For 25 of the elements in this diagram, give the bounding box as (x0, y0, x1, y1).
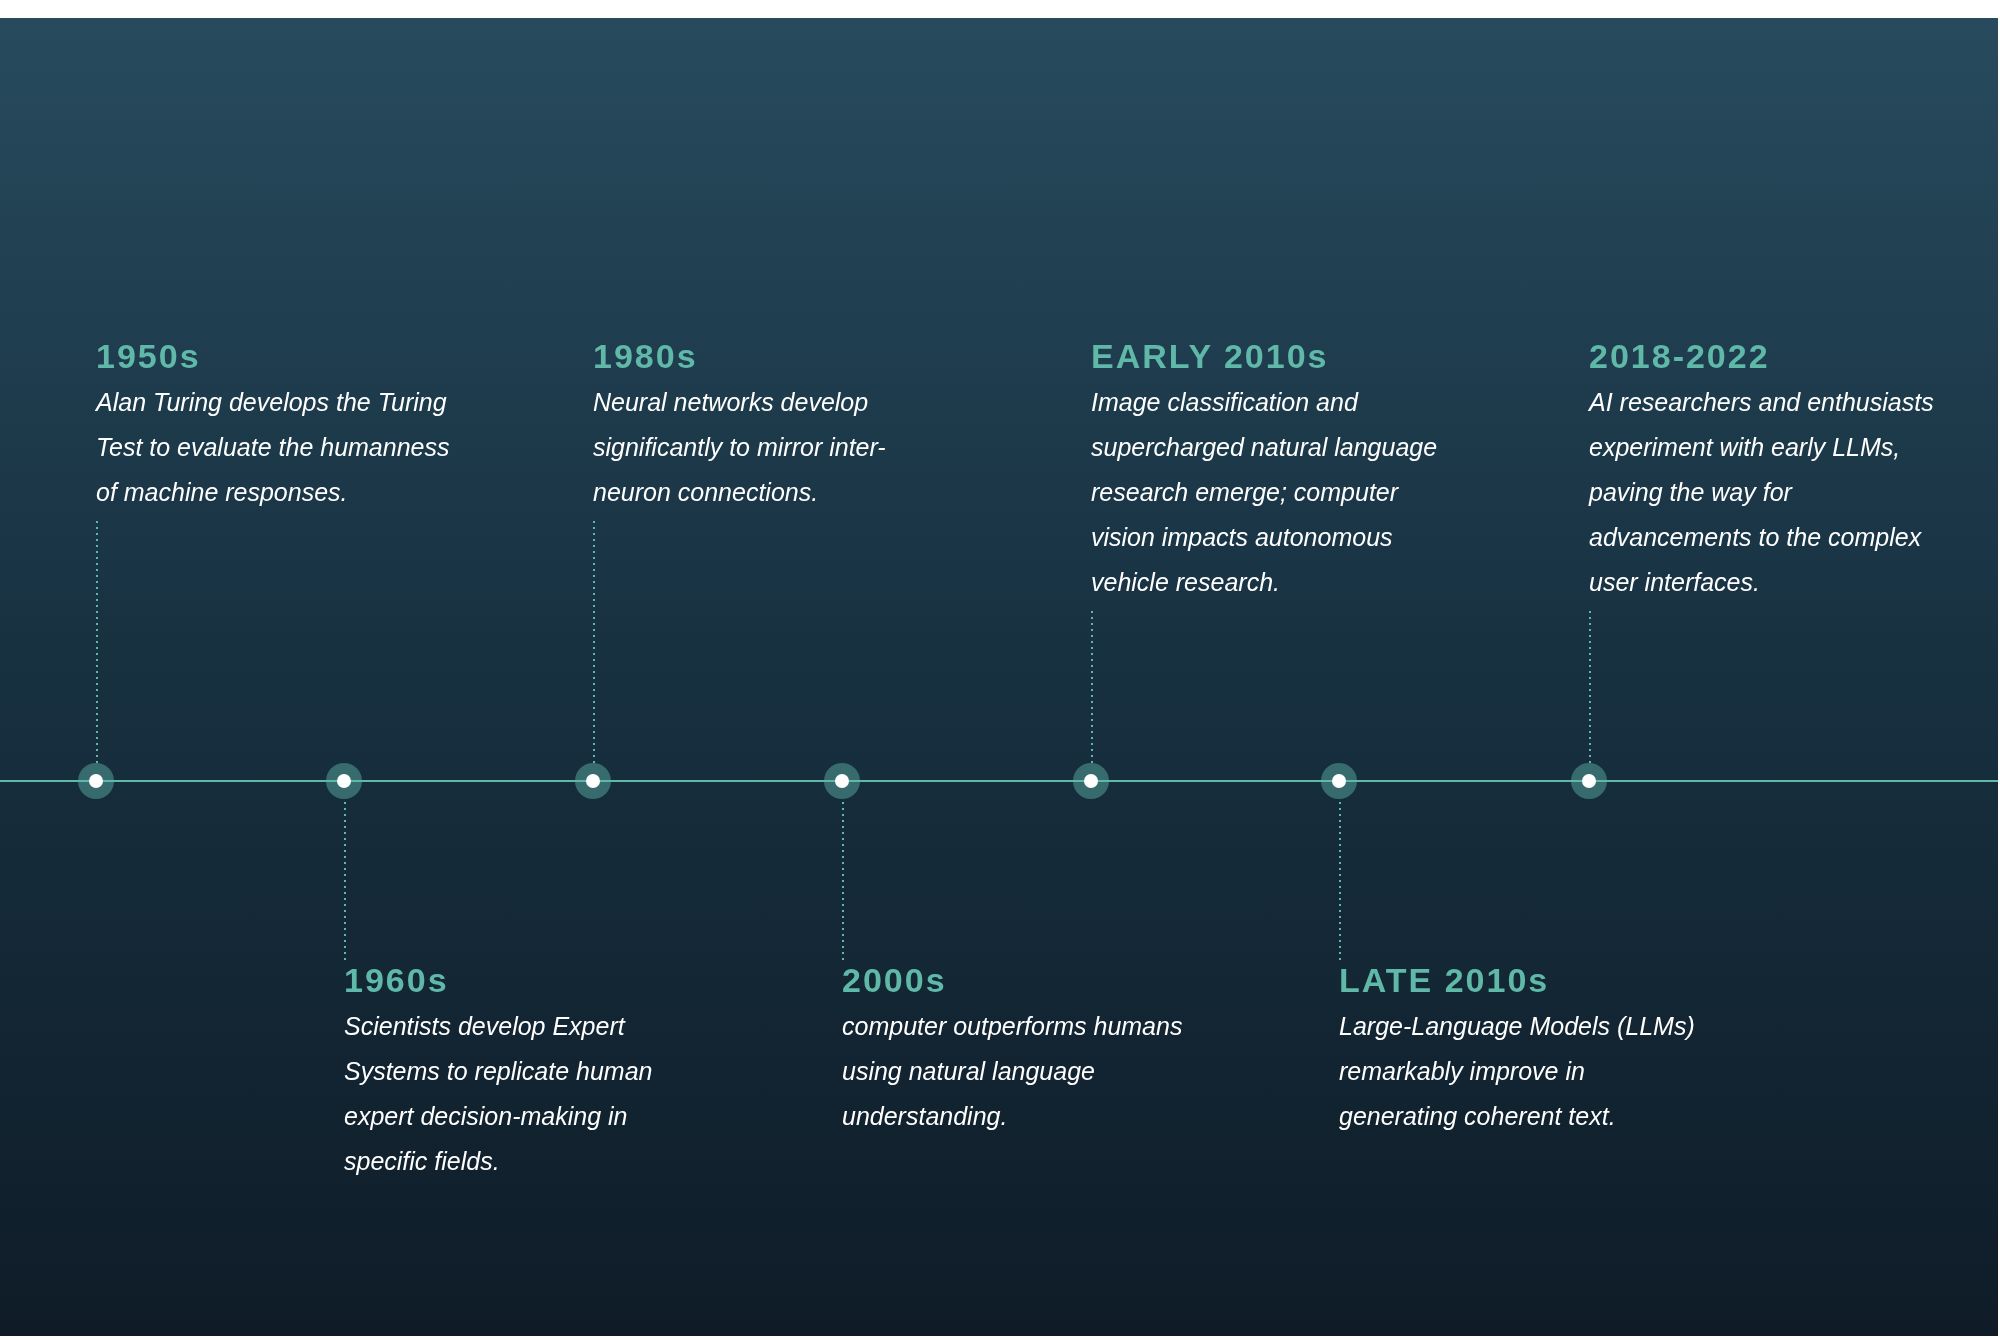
timeline-dot (575, 763, 611, 799)
era-heading: 2000s (842, 960, 948, 1000)
timeline-dot (1321, 763, 1357, 799)
era-heading: EARLY 2010s (1091, 336, 1330, 376)
leader-line (593, 520, 595, 764)
era-description: AI researchers and enthusiasts experiment with early LLMs, paving the way for advancements to the complex user interfaces. (1589, 387, 1935, 598)
timeline-dot (326, 763, 362, 799)
era-heading: LATE 2010s (1339, 960, 1551, 1000)
era-description: Alan Turing develops the Turing Test to evaluate the humanness of machine responses. (96, 387, 451, 508)
era-description: Scientists develop Expert Systems to replicate human expert decision-making in specific fields. (344, 1011, 654, 1177)
timeline-dot (824, 763, 860, 799)
leader-line (1589, 610, 1591, 764)
era-heading: 1980s (593, 336, 699, 376)
era-heading: 1960s (344, 960, 450, 1000)
leader-line (96, 520, 98, 764)
era-description: Large-Language Models (LLMs) remarkably improve in generating coherent text. (1339, 1011, 1696, 1132)
era-heading: 1950s (96, 336, 202, 376)
timeline-dot (1571, 763, 1607, 799)
leader-line (1091, 610, 1093, 764)
era-description: Neural networks develop significantly to mirror inter-neuron connections. (593, 387, 887, 508)
era-description: computer outperforms humans using natural language understanding. (842, 1011, 1184, 1132)
era-description: Image classification and supercharged natural language research emerge; computer vision impacts autonomous vehicle research. (1091, 387, 1439, 598)
timeline-dot (78, 763, 114, 799)
timeline-dot (1073, 763, 1109, 799)
era-heading: 2018-2022 (1589, 336, 1771, 376)
